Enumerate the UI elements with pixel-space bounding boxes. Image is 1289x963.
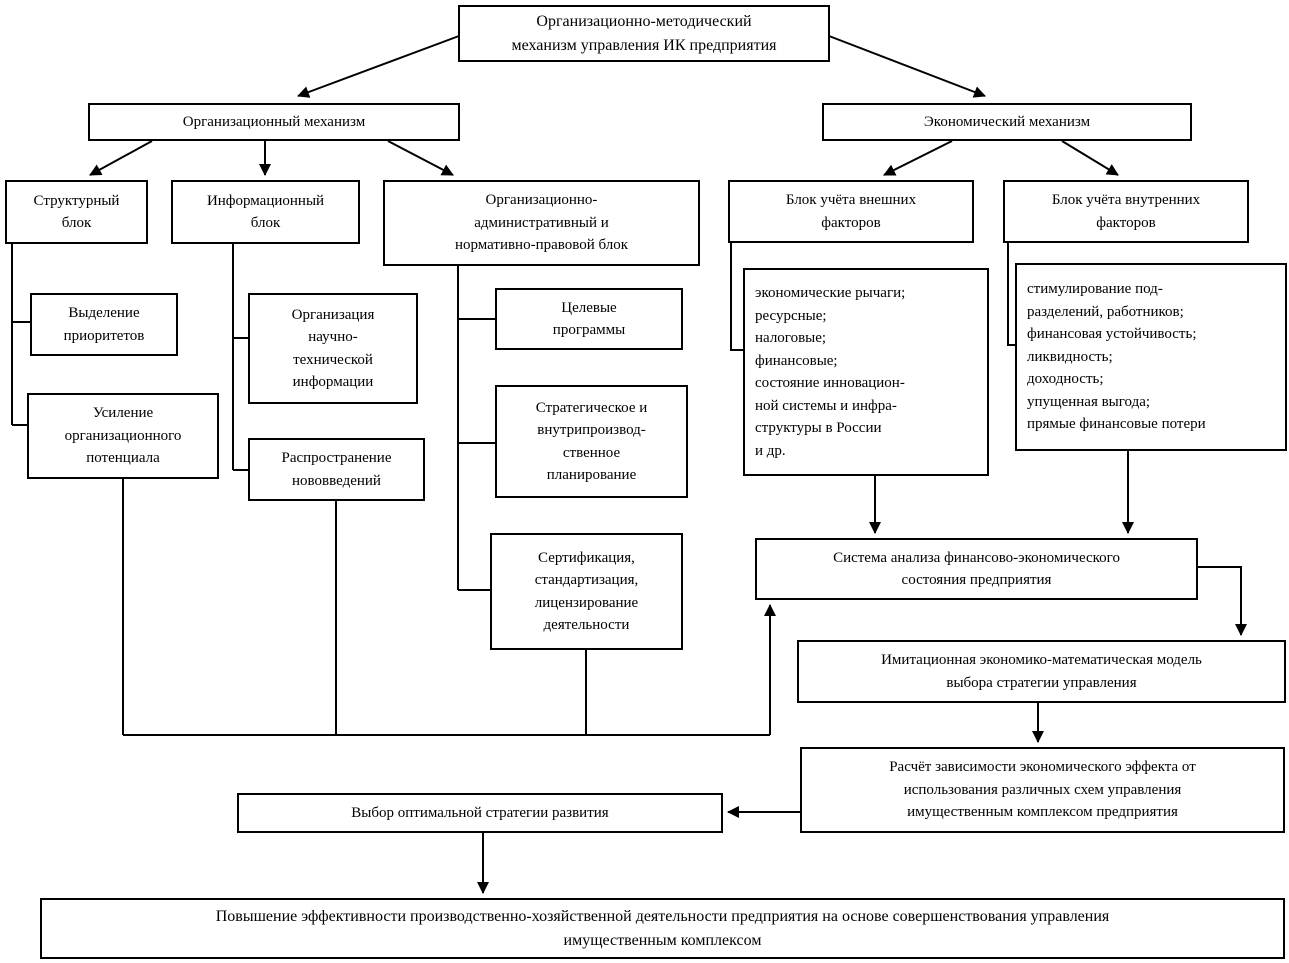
node-external-factors-list: экономические рычаги; ресурсные; налогов… [743, 268, 989, 476]
node-org-potential: Усиление организационного потенциала [27, 393, 219, 479]
connector-econmech-ext [883, 140, 953, 176]
connector-orgadm-children [457, 265, 495, 591]
node-information-block: Информационный блок [171, 180, 360, 244]
node-priority-selection: Выделение приоритетов [30, 293, 178, 356]
connector-sistema-imit [1198, 566, 1247, 636]
node-economic-mechanism: Экономический механизм [822, 103, 1192, 141]
node-structural-block: Структурный блок [5, 180, 148, 244]
node-analysis-system: Система анализа финансово-экономического… [755, 538, 1198, 600]
node-target-programs: Целевые программы [495, 288, 683, 350]
connector-int-list [1007, 242, 1015, 346]
node-effect-calculation: Расчёт зависимости экономического эффект… [800, 747, 1285, 833]
node-organizational-mechanism: Организационный механизм [88, 103, 460, 141]
node-efficiency-increase: Повышение эффективности производственно-… [40, 898, 1285, 959]
connector-root-econmech [828, 35, 986, 98]
connector-info-children [232, 243, 248, 471]
node-innovation-diffusion: Распространение нововведений [248, 438, 425, 501]
connector-struct-children [11, 243, 30, 426]
node-external-factors-block: Блок учёта внешних факторов [728, 180, 974, 243]
node-internal-factors-block: Блок учёта внутренних факторов [1003, 180, 1249, 243]
node-internal-factors-list: стимулирование под- разделений, работник… [1015, 263, 1287, 451]
node-simulation-model: Имитационная экономико-математическая мо… [797, 640, 1286, 703]
connector-orgmech-orgadm [387, 140, 454, 176]
node-sci-tech-information: Организация научно- технической информац… [248, 293, 418, 404]
node-certification: Сертификация, стандартизация, лицензиров… [490, 533, 683, 650]
connector-collector [122, 479, 770, 736]
connector-ext-list [730, 242, 743, 351]
connector-econmech-int [1061, 140, 1119, 176]
node-root-title: Организационно-методический механизм упр… [458, 5, 830, 62]
connector-orgmech-struct [89, 140, 153, 176]
connector-root-orgmech [297, 35, 460, 98]
node-org-administrative-block: Организационно- административный и норма… [383, 180, 700, 266]
node-optimal-strategy-choice: Выбор оптимальной стратегии развития [237, 793, 723, 833]
node-strategic-planning: Стратегическое и внутрипроизвод- ственно… [495, 385, 688, 498]
